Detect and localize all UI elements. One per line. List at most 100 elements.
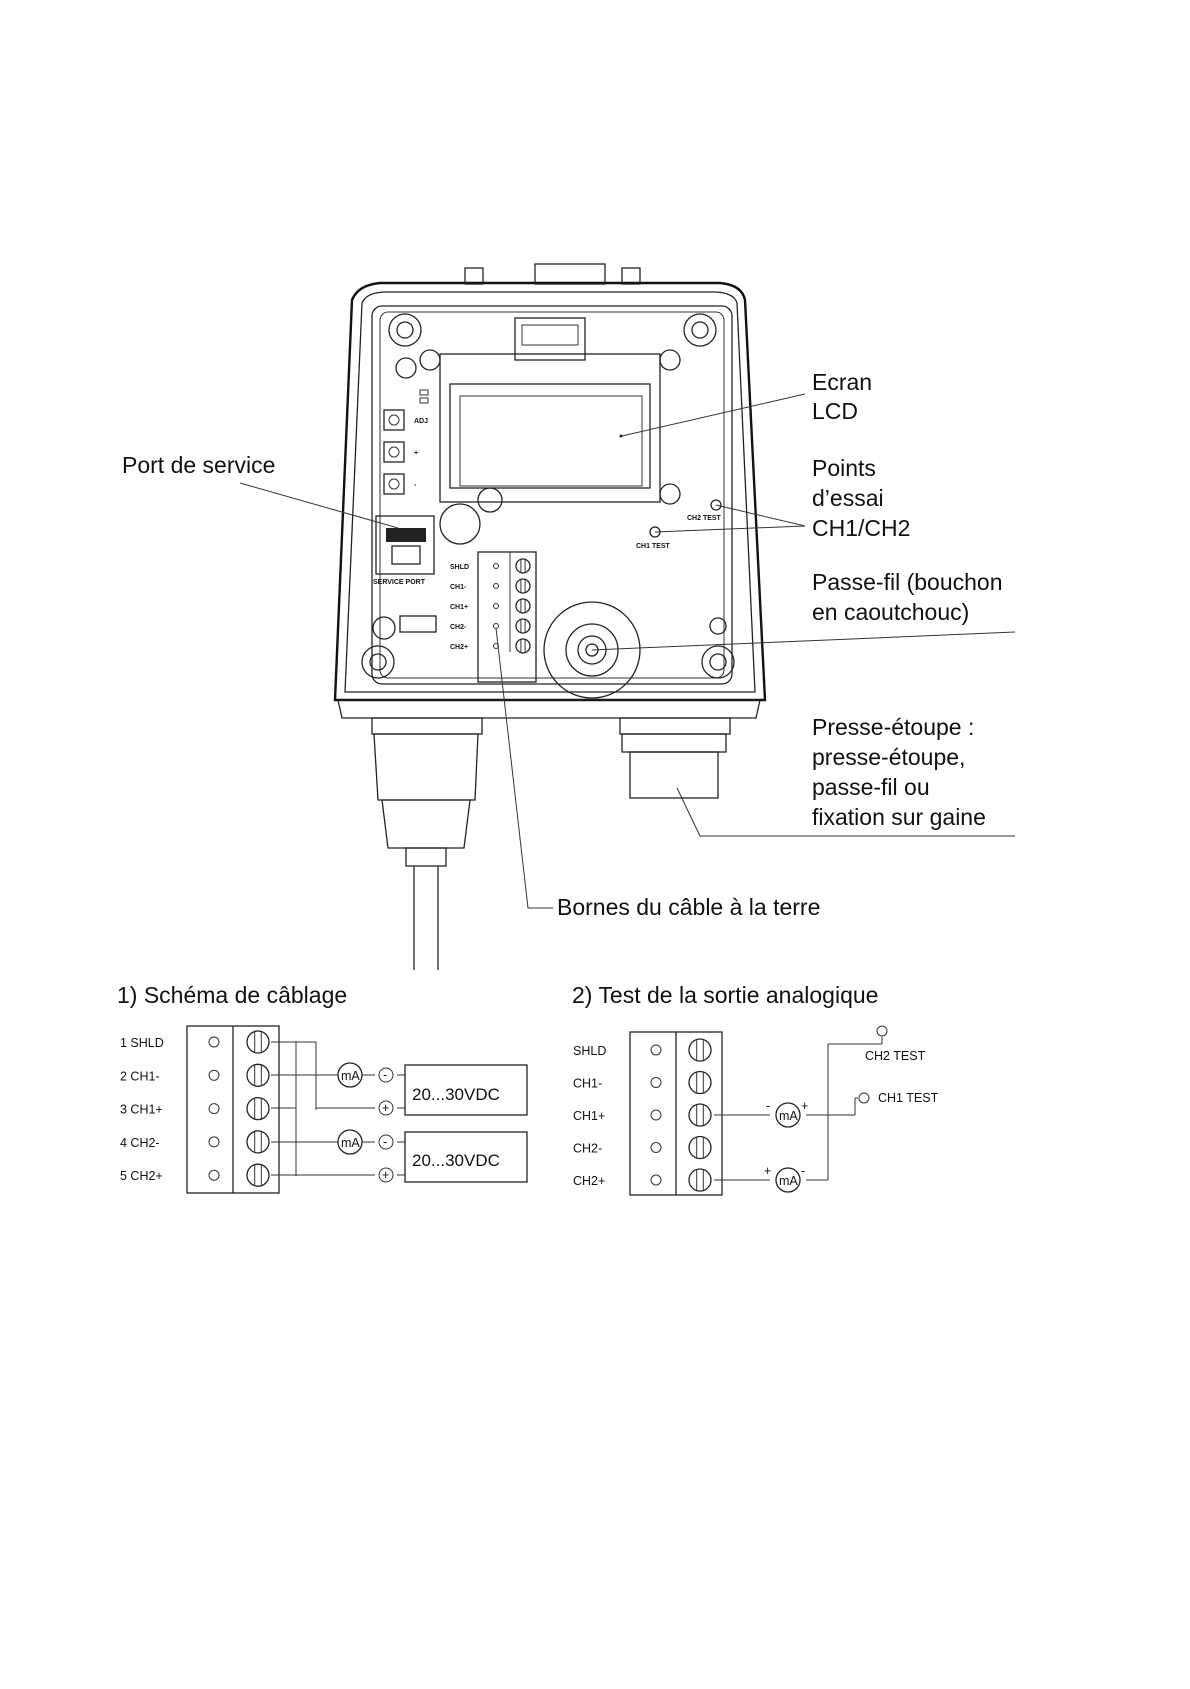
diagram1-terminal-row: 4 CH2-: [120, 1130, 270, 1154]
analog-output-test-diagram: 2) Test de la sortie analogique SHLD CH1-…: [572, 982, 939, 1196]
callout-points-line1: Points: [812, 455, 876, 481]
plus-label: +: [414, 450, 418, 457]
terminal-hole-icon: [208, 1069, 220, 1081]
device-terminal-block: SHLD CH1- CH1+ CH2- CH2+: [450, 551, 537, 683]
callout-presse-line1: Presse-étoupe :: [812, 714, 974, 740]
terminal-screw-icon: [515, 578, 531, 594]
terminal-hole-icon: [650, 1142, 662, 1153]
callout-points-line3: CH1/CH2: [812, 515, 910, 541]
terminal-hole-icon: [650, 1109, 662, 1121]
terminal-screw-icon: [246, 1096, 270, 1121]
device-terminal-label: CH1-: [450, 584, 467, 591]
diagram2-ch1-test: CH1 TEST: [878, 1091, 939, 1105]
terminal-hole-icon: [650, 1077, 662, 1088]
device-terminal-label: CH2+: [450, 644, 468, 651]
callout-passe-fil-line2: en caoutchouc): [812, 599, 969, 625]
diagram2-meter2-label: mA: [779, 1174, 798, 1188]
callout-presse-line4: fixation sur gaine: [812, 804, 986, 830]
terminal-hole-icon: [208, 1136, 220, 1148]
device-terminal-row: CH1-: [450, 578, 531, 594]
callout-presse-line3: passe-fil ou: [812, 774, 930, 800]
diagram2-terminal-row: CH2-: [573, 1135, 712, 1160]
terminal-screw-icon: [246, 1163, 270, 1187]
diagram2-terminal-row: CH1-: [573, 1070, 712, 1095]
terminal-screw-icon: [246, 1130, 270, 1154]
callout-bornes: Bornes du câble à la terre: [557, 894, 820, 920]
diagram2-wires: [714, 1037, 883, 1181]
diagram1-meters: mA mA - + - +: [337, 1062, 394, 1183]
device-terminal-row: CH2+: [450, 638, 531, 654]
device-terminal-label: SHLD: [450, 564, 469, 571]
terminal-hole-icon: [650, 1044, 662, 1056]
diagram1-terminal-row: 5 CH2+: [120, 1163, 270, 1187]
diagram1-terminal-label: 1 SHLD: [120, 1036, 164, 1050]
diagram2-terminal-label: CH2+: [573, 1174, 605, 1188]
diagram1-supply2-label: 20...30VDC: [412, 1151, 500, 1170]
lcd-screen: [419, 349, 681, 513]
device-terminal-row: CH1+: [450, 598, 531, 614]
device-terminal-row: SHLD: [450, 558, 531, 574]
callout-passe-fil-line1: Passe-fil (bouchon: [812, 569, 1003, 595]
terminal-screw-icon: [515, 598, 531, 614]
diagram2-test-points: CH2 TEST CH1 TEST: [858, 1025, 939, 1105]
terminal-screw-icon: [246, 1063, 270, 1087]
terminal-screw-icon: [515, 558, 531, 574]
terminal-screw-icon: [688, 1070, 712, 1095]
diagram2-terminal-row: SHLD: [573, 1038, 712, 1062]
terminal-hole-icon: [493, 623, 499, 629]
diagram1-meter2-label: mA: [341, 1136, 360, 1150]
diagram1-title: 1) Schéma de câblage: [117, 982, 347, 1008]
terminal-hole-icon: [208, 1036, 220, 1048]
callout-port-service: Port de service: [122, 452, 275, 478]
transmitter-housing: ADJ + - SERVICE PORT CH2 TEST CH1 TEST: [333, 263, 767, 970]
diagram2-title: 2) Test de la sortie analogique: [572, 982, 878, 1008]
device-terminal-row: CH2-: [450, 618, 531, 634]
diagram1-plus2: +: [382, 1168, 389, 1182]
callout-points-line2: d’essai: [812, 485, 884, 511]
diagram2-meter1-plus: +: [801, 1099, 808, 1113]
terminal-hole-icon: [493, 603, 499, 609]
diagram2-terminal-row: CH1+: [573, 1103, 712, 1127]
callout-ecran-line1: Ecran: [812, 369, 872, 395]
minus-label: -: [414, 482, 417, 489]
diagram1-wires: [271, 1041, 405, 1176]
diagram2-ch2-test: CH2 TEST: [865, 1049, 926, 1063]
device-terminal-label: CH1+: [450, 604, 468, 611]
test-points: CH2 TEST CH1 TEST: [636, 499, 722, 550]
callout-presse-line2: presse-étoupe,: [812, 744, 965, 770]
terminal-hole-icon: [493, 563, 499, 569]
terminal-screw-icon: [246, 1030, 270, 1054]
diagram1-terminal-label: 5 CH2+: [120, 1169, 163, 1183]
adj-label: ADJ: [414, 418, 428, 425]
diagram2-meter1-label: mA: [779, 1109, 798, 1123]
diagram1-terminal-row: 3 CH1+: [120, 1096, 270, 1121]
terminal-screw-icon: [688, 1103, 712, 1127]
adjust-buttons: ADJ + -: [383, 357, 429, 495]
diagram1-meter1-label: mA: [341, 1069, 360, 1083]
terminal-hole-icon: [650, 1174, 662, 1186]
diagram1-supply1-label: 20...30VDC: [412, 1085, 500, 1104]
device-terminal-label: CH2-: [450, 624, 467, 631]
callouts: Ecran LCD Port de service Points d’essai…: [122, 369, 1003, 920]
diagram1-plus1: +: [382, 1101, 389, 1115]
diagram1-terminal-label: 3 CH1+: [120, 1103, 163, 1117]
diagram2-terminal-label: CH1-: [573, 1077, 602, 1091]
terminal-screw-icon: [515, 638, 531, 654]
callout-ecran-line2: LCD: [812, 398, 858, 424]
service-port: SERVICE PORT: [373, 515, 435, 586]
diagram1-terminal-row: 1 SHLD: [120, 1030, 270, 1054]
terminal-hole-icon: [208, 1169, 220, 1181]
diagram2-terminal-label: CH2-: [573, 1142, 602, 1156]
terminal-hole-icon: [493, 583, 499, 589]
diagram2-terminal-label: SHLD: [573, 1044, 606, 1058]
diagram1-minus1: -: [383, 1068, 387, 1082]
terminal-hole-icon: [208, 1103, 220, 1115]
diagram1-supplies: 20...30VDC 20...30VDC: [404, 1064, 528, 1183]
diagram1-terminal-label: 4 CH2-: [120, 1136, 160, 1150]
diagram2-meter1-minus: -: [766, 1099, 770, 1113]
terminal-screw-icon: [688, 1168, 712, 1192]
terminal-screw-icon: [688, 1135, 712, 1160]
